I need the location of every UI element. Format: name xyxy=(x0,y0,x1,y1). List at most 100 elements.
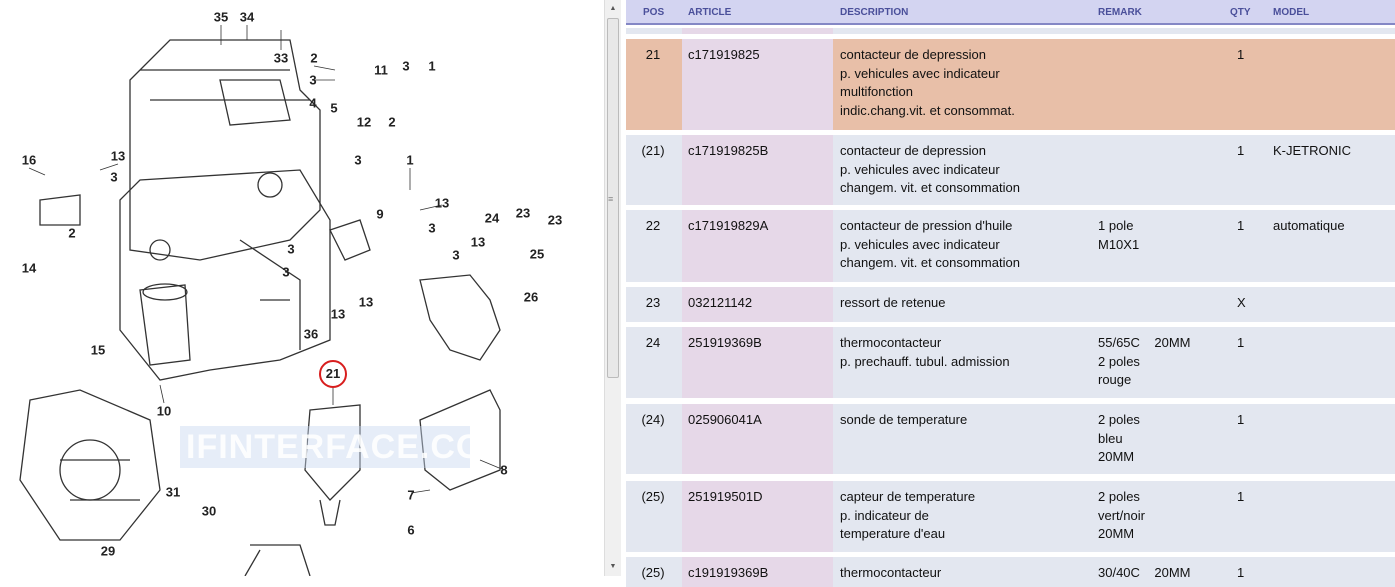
callout-12[interactable]: 12 xyxy=(356,114,372,130)
callout-3[interactable]: 3 xyxy=(309,72,317,88)
table-row-partial xyxy=(626,28,1395,34)
callout-3[interactable]: 3 xyxy=(428,220,436,236)
callout-1[interactable]: 1 xyxy=(428,58,436,74)
callout-34[interactable]: 34 xyxy=(239,9,255,25)
cell-pos: (24) xyxy=(641,412,665,427)
remark-line: vert/noir xyxy=(1098,507,1145,523)
callout-13[interactable]: 13 xyxy=(434,195,450,211)
callout-3[interactable]: 3 xyxy=(287,241,295,257)
description-line: p. vehicules avec indicateur xyxy=(840,161,1000,177)
cell-article[interactable]: c191919369B xyxy=(688,565,769,580)
callout-11[interactable]: 11 xyxy=(374,62,388,78)
description-line: sonde de temperature xyxy=(840,412,968,427)
article-column-bg xyxy=(682,287,833,322)
header-pos[interactable]: POS xyxy=(643,7,665,18)
header-description[interactable]: DESCRIPTION xyxy=(840,7,909,18)
cell-description: thermocontacteur xyxy=(840,564,941,583)
callout-10[interactable]: 10 xyxy=(156,403,172,419)
callout-23[interactable]: 23 xyxy=(515,205,531,221)
callout-3[interactable]: 3 xyxy=(110,169,118,185)
description-line: contacteur de depression xyxy=(840,143,986,158)
callout-36[interactable]: 36 xyxy=(303,326,319,342)
callout-25[interactable]: 25 xyxy=(529,246,545,262)
callout-3[interactable]: 3 xyxy=(354,152,362,168)
callout-13[interactable]: 13 xyxy=(470,234,486,250)
cell-article[interactable]: c171919825 xyxy=(688,47,760,62)
article-column-bg xyxy=(682,39,833,130)
cell-article[interactable]: 032121142 xyxy=(688,295,753,310)
cell-description: sonde de temperature xyxy=(840,411,967,430)
cell-pos: 21 xyxy=(645,47,661,62)
callout-5[interactable]: 5 xyxy=(330,100,338,116)
callout-15[interactable]: 15 xyxy=(90,342,106,358)
cell-article[interactable]: 251919501D xyxy=(688,489,763,504)
callout-3[interactable]: 3 xyxy=(402,58,410,74)
callout-2[interactable]: 2 xyxy=(388,114,396,130)
cell-description: ressort de retenue xyxy=(840,294,946,313)
description-line: multifonction xyxy=(840,84,913,99)
callout-2[interactable]: 2 xyxy=(68,225,76,241)
callout-6[interactable]: 6 xyxy=(407,522,415,538)
callout-13[interactable]: 13 xyxy=(110,148,126,164)
description-line: contacteur de depression xyxy=(840,47,986,62)
callout-23[interactable]: 23 xyxy=(547,212,563,228)
scrollbar-thumb[interactable] xyxy=(607,18,619,378)
callout-13[interactable]: 13 xyxy=(358,294,374,310)
remark-line: 55/65C 20MM xyxy=(1098,335,1191,350)
remark-line: bleu xyxy=(1098,430,1123,446)
callout-29[interactable]: 29 xyxy=(100,543,116,559)
callout-24[interactable]: 24 xyxy=(484,210,500,226)
article-column-bg xyxy=(682,404,833,474)
callout-33[interactable]: 33 xyxy=(273,50,289,66)
header-remark[interactable]: REMARK xyxy=(1098,7,1142,18)
parts-table: POS ARTICLE DESCRIPTION REMARK QTY MODEL… xyxy=(626,0,1395,587)
cell-article[interactable]: 025906041A xyxy=(688,412,762,427)
remark-line: 20MM xyxy=(1098,449,1135,464)
callout-7[interactable]: 7 xyxy=(407,487,415,503)
callout-9[interactable]: 9 xyxy=(376,206,384,222)
cell-description: contacteur de depression p. vehicules ave… xyxy=(840,142,1020,198)
header-article[interactable]: ARTICLE xyxy=(688,7,732,18)
callout-3[interactable]: 3 xyxy=(282,264,290,280)
remark-line: 20MM xyxy=(1098,526,1135,541)
callout-26[interactable]: 26 xyxy=(523,289,539,305)
remark-line: 2 poles xyxy=(1098,353,1140,369)
description-line: contacteur de pression d'huile xyxy=(840,218,1013,233)
vertical-scrollbar[interactable]: ▲ ≡ ▼ xyxy=(604,0,621,576)
callout-14[interactable]: 14 xyxy=(21,260,37,276)
header-qty[interactable]: QTY xyxy=(1230,7,1251,18)
callout-8[interactable]: 8 xyxy=(500,462,508,478)
header-model[interactable]: MODEL xyxy=(1273,7,1310,18)
cell-qty: X xyxy=(1237,295,1246,310)
callout-13[interactable]: 13 xyxy=(330,306,346,322)
cell-article[interactable]: c171919825B xyxy=(688,143,769,158)
callout-21-highlighted[interactable]: 21 xyxy=(319,360,347,388)
callout-1[interactable]: 1 xyxy=(406,152,414,168)
callout-16[interactable]: 16 xyxy=(21,152,37,168)
cell-article[interactable]: 251919369B xyxy=(688,335,762,350)
callout-35[interactable]: 35 xyxy=(213,9,229,25)
callout-3[interactable]: 3 xyxy=(452,247,460,263)
cell-article[interactable]: c171919829A xyxy=(688,218,769,233)
parts-diagram[interactable]: IFINTERFACE.COM 35 34 33 2 3 4 11 3 1 5 … xyxy=(0,0,604,576)
callout-4[interactable]: 4 xyxy=(309,95,317,111)
cell-qty: 1 xyxy=(1237,218,1245,233)
description-line: ressort de retenue xyxy=(840,295,946,310)
cell-pos: (25) xyxy=(641,565,665,580)
callout-30[interactable]: 30 xyxy=(201,503,217,519)
article-column-bg xyxy=(682,135,833,205)
callout-31[interactable]: 31 xyxy=(165,484,181,500)
scroll-down-arrow-icon[interactable]: ▼ xyxy=(609,563,617,570)
scroll-up-arrow-icon[interactable]: ▲ xyxy=(609,5,617,12)
callout-2[interactable]: 2 xyxy=(310,50,318,66)
